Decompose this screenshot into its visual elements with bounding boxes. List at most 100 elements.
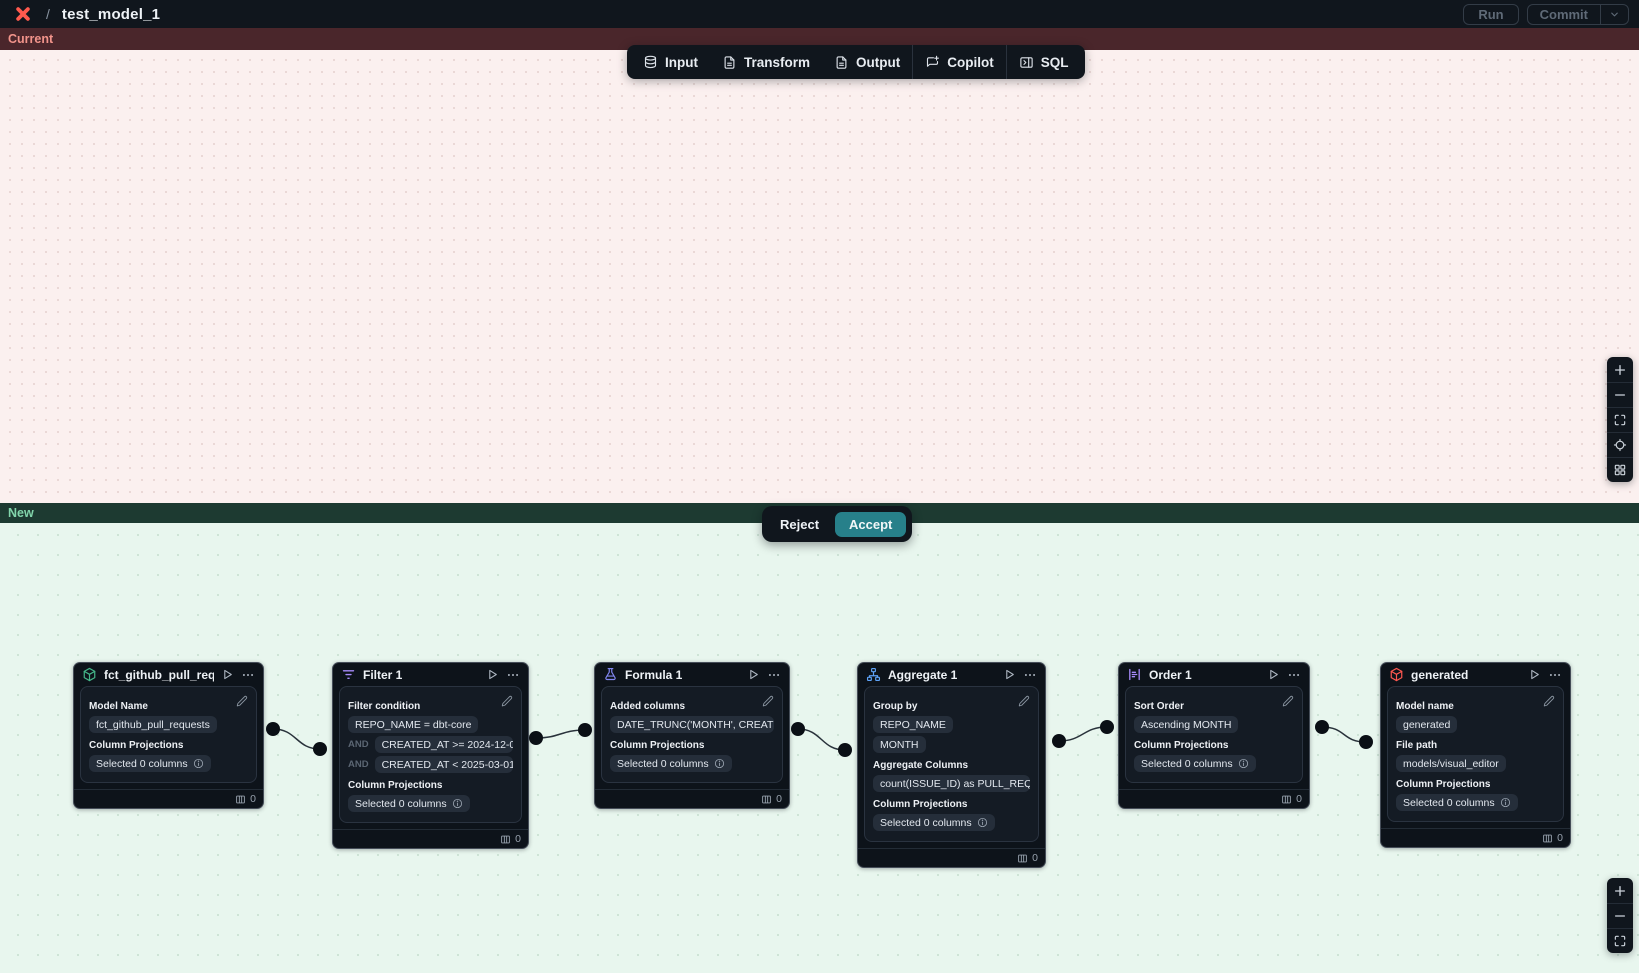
param-row: REPO_NAME = dbt-core [348, 716, 513, 733]
columns-count-icon [235, 794, 246, 805]
value-pill[interactable]: REPO_NAME = dbt-core [348, 716, 479, 733]
new-canvas[interactable]: Reject Accept fct_github_pull_requestsMo… [0, 506, 1639, 973]
toolbar-item-label: SQL [1040, 54, 1069, 70]
value-pill-text: Ascending MONTH [1141, 718, 1232, 731]
toolbar-item-sql[interactable]: SQL [1007, 45, 1081, 79]
commit-button[interactable]: Commit [1539, 6, 1588, 22]
fit-view-button[interactable] [1607, 928, 1633, 953]
value-pill-text: generated [1403, 718, 1451, 731]
value-pill[interactable]: Selected 0 columns [873, 814, 995, 831]
value-pill[interactable]: fct_github_pull_requests [89, 716, 217, 733]
node-header: Formula 1 [595, 663, 789, 686]
run-button[interactable]: Run [1463, 3, 1519, 25]
info-icon[interactable] [714, 758, 725, 769]
edit-pencil-icon[interactable] [501, 694, 513, 712]
zoom-out-button[interactable] [1607, 382, 1633, 407]
edge-target-handle[interactable] [578, 723, 592, 737]
node-menu-icon[interactable] [506, 668, 520, 682]
node-menu-icon[interactable] [767, 668, 781, 682]
toolbar-item-output[interactable]: Output [822, 45, 912, 79]
edit-pencil-icon[interactable] [1543, 694, 1555, 712]
value-pill[interactable]: DATE_TRUNC('MONTH', CREATED_AT… [610, 716, 774, 733]
zoom-in-button[interactable] [1607, 357, 1633, 382]
value-pill[interactable]: Ascending MONTH [1134, 716, 1239, 733]
edge-target-handle[interactable] [313, 742, 327, 756]
locate-button[interactable] [1607, 432, 1633, 457]
edit-pencil-icon[interactable] [236, 694, 248, 712]
run-node-icon[interactable] [1003, 668, 1016, 681]
node-menu-icon[interactable] [241, 668, 255, 682]
value-pill[interactable]: Selected 0 columns [89, 755, 211, 772]
minimap-button[interactable] [1607, 457, 1633, 482]
edge[interactable] [797, 728, 846, 751]
value-pill[interactable]: Selected 0 columns [610, 755, 732, 772]
chevron-down-icon[interactable] [1601, 5, 1628, 24]
value-pill[interactable]: Selected 0 columns [1396, 794, 1518, 811]
node-menu-icon[interactable] [1548, 668, 1562, 682]
section-label: Column Projections [348, 780, 443, 791]
info-icon[interactable] [452, 798, 463, 809]
zoom-out-button[interactable] [1607, 903, 1633, 928]
edge-source-handle[interactable] [266, 722, 280, 736]
current-band-label: Current [8, 32, 54, 46]
edit-pencil-icon[interactable] [762, 694, 774, 712]
info-icon[interactable] [1500, 797, 1511, 808]
edge-source-handle[interactable] [1052, 734, 1066, 748]
node-footer: 0 [74, 789, 263, 808]
edge[interactable] [1058, 726, 1108, 742]
param-row: REPO_NAME [873, 716, 1030, 733]
value-pill-text: MONTH [880, 738, 919, 751]
edge-target-handle[interactable] [1100, 720, 1114, 734]
value-pill[interactable]: CREATED_AT < 2025-03-01 [374, 756, 513, 773]
reject-button[interactable]: Reject [768, 513, 831, 536]
edge[interactable] [535, 729, 586, 739]
toolbar-item-input[interactable]: Input [631, 45, 710, 79]
value-pill[interactable]: CREATED_AT >= 2024-12-01 [374, 736, 513, 753]
run-node-icon[interactable] [486, 668, 499, 681]
toolbar-item-transform[interactable]: Transform [710, 45, 822, 79]
value-pill[interactable]: Selected 0 columns [1134, 755, 1256, 772]
fit-view-button[interactable] [1607, 407, 1633, 432]
section-label: Sort Order [1134, 701, 1185, 712]
node-menu-icon[interactable] [1023, 668, 1037, 682]
run-node-icon[interactable] [1267, 668, 1280, 681]
edge[interactable] [272, 728, 321, 750]
zoom-in-button[interactable] [1607, 878, 1633, 903]
edge-target-handle[interactable] [1359, 735, 1373, 749]
edge-target-handle[interactable] [838, 743, 852, 757]
accept-button[interactable]: Accept [835, 511, 907, 537]
info-icon[interactable] [193, 758, 204, 769]
node-title: Aggregate 1 [888, 667, 958, 682]
value-pill[interactable]: count(ISSUE_ID) as PULL_REQUEST_… [873, 775, 1030, 792]
current-band: Current [0, 28, 1639, 50]
run-node-icon[interactable] [1528, 668, 1541, 681]
value-pill[interactable]: REPO_NAME [873, 716, 953, 733]
value-pill[interactable]: MONTH [873, 736, 926, 753]
param-row: Selected 0 columns [610, 755, 774, 772]
toolbar-item-copilot[interactable]: Copilot [913, 45, 1006, 79]
commit-divider [1600, 4, 1601, 24]
edge-source-handle[interactable] [1315, 720, 1329, 734]
edit-pencil-icon[interactable] [1282, 694, 1294, 712]
edge-source-handle[interactable] [791, 722, 805, 736]
value-pill[interactable]: Selected 0 columns [348, 795, 470, 812]
value-pill[interactable]: generated [1396, 716, 1458, 733]
edge-source-handle[interactable] [529, 731, 543, 745]
run-node-icon[interactable] [221, 668, 234, 681]
value-pill[interactable]: models/visual_editor [1396, 755, 1506, 772]
run-node-icon[interactable] [747, 668, 760, 681]
graph-node-fct-github-pull-requests[interactable]: fct_github_pull_requestsModel Namefct_gi… [73, 662, 264, 809]
info-icon[interactable] [977, 817, 988, 828]
value-pill-text: Selected 0 columns [1141, 757, 1233, 770]
node-menu-icon[interactable] [1287, 668, 1301, 682]
info-icon[interactable] [1238, 758, 1249, 769]
edit-pencil-icon[interactable] [1018, 694, 1030, 712]
